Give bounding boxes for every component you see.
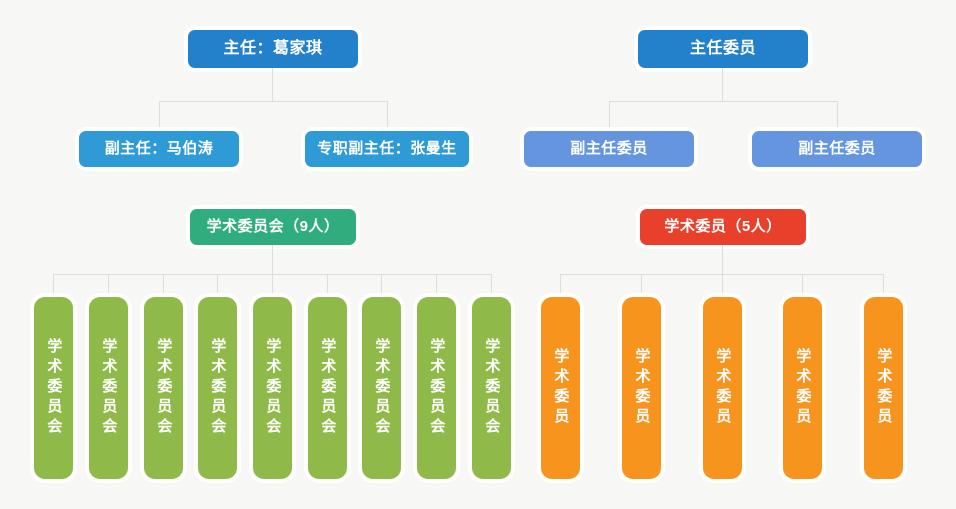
- right-child-1-drop-line: [609, 101, 610, 131]
- left-leaf-label-7: 学术委员会: [373, 338, 391, 438]
- left-leaf-card-5[interactable]: 学术委员会: [253, 297, 292, 479]
- left-leaf-label-9: 学术委员会: [483, 338, 501, 438]
- right-leaf-label-4: 学术委员: [794, 348, 812, 428]
- left-leaf-drop-line-7: [381, 274, 382, 297]
- left-leaf-drop-line-6: [327, 274, 328, 297]
- left-group-node[interactable]: 学术委员会（9人）: [190, 209, 356, 245]
- right-leaf-card-5[interactable]: 学术委员: [864, 297, 903, 479]
- right-root-drop-line: [722, 68, 723, 101]
- left-leaf-label-3: 学术委员会: [155, 338, 173, 438]
- left-child-label-2: 专职副主任：张曼生: [317, 140, 457, 157]
- left-leaf-label-1: 学术委员会: [45, 338, 63, 438]
- left-leaf-drop-line-8: [436, 274, 437, 297]
- left-leaf-label-4: 学术委员会: [209, 338, 227, 438]
- right-leaf-drop-line-3: [722, 274, 723, 297]
- right-leaf-card-4[interactable]: 学术委员: [783, 297, 822, 479]
- left-leaf-drop-line-2: [108, 274, 109, 297]
- left-leaf-drop-line-1: [53, 274, 54, 297]
- left-child-2-drop-line: [387, 101, 388, 131]
- left-leaf-drop-line-4: [217, 274, 218, 297]
- left-root-node[interactable]: 主任：葛家琪: [188, 30, 358, 68]
- right-root-node[interactable]: 主任委员: [638, 30, 808, 68]
- left-child-1-drop-line: [159, 101, 160, 131]
- left-leaf-drop-line-9: [491, 274, 492, 297]
- right-leaf-drop-line-1: [560, 274, 561, 297]
- left-leaf-label-5: 学术委员会: [264, 338, 282, 438]
- right-child-label-1: 副主任委员: [570, 140, 648, 157]
- left-leaf-drop-line-5: [272, 274, 273, 297]
- right-group-bus-line: [560, 274, 883, 275]
- left-group-drop-line: [272, 245, 273, 274]
- left-child-label-1: 副主任：马伯涛: [104, 140, 214, 157]
- left-leaf-card-1[interactable]: 学术委员会: [34, 297, 73, 479]
- right-leaf-card-3[interactable]: 学术委员: [703, 297, 742, 479]
- left-leaf-card-3[interactable]: 学术委员会: [144, 297, 183, 479]
- left-child-node-2[interactable]: 专职副主任：张曼生: [305, 131, 469, 167]
- right-leaf-drop-line-2: [641, 274, 642, 297]
- left-leaf-card-7[interactable]: 学术委员会: [362, 297, 401, 479]
- left-root-bus-line: [159, 101, 387, 102]
- right-root-label: 主任委员: [689, 40, 756, 58]
- left-leaf-card-9[interactable]: 学术委员会: [472, 297, 511, 479]
- left-leaf-card-8[interactable]: 学术委员会: [417, 297, 456, 479]
- left-child-node-1[interactable]: 副主任：马伯涛: [79, 131, 239, 167]
- right-root-bus-line: [609, 101, 837, 102]
- left-leaf-label-2: 学术委员会: [100, 338, 118, 438]
- left-leaf-label-8: 学术委员会: [428, 338, 446, 438]
- left-leaf-card-6[interactable]: 学术委员会: [308, 297, 347, 479]
- right-leaf-card-2[interactable]: 学术委员: [622, 297, 661, 479]
- right-leaf-drop-line-5: [883, 274, 884, 297]
- left-group-label: 学术委员会（9人）: [206, 218, 340, 235]
- left-leaf-card-2[interactable]: 学术委员会: [89, 297, 128, 479]
- left-leaf-card-4[interactable]: 学术委员会: [198, 297, 237, 479]
- right-leaf-label-2: 学术委员: [633, 348, 651, 428]
- right-child-node-1[interactable]: 副主任委员: [524, 131, 694, 167]
- right-leaf-label-1: 学术委员: [552, 348, 570, 428]
- left-leaf-label-6: 学术委员会: [319, 338, 337, 438]
- right-child-label-2: 副主任委员: [798, 140, 876, 157]
- left-leaf-drop-line-3: [163, 274, 164, 297]
- right-group-drop-line: [722, 245, 723, 274]
- right-child-2-drop-line: [837, 101, 838, 131]
- right-leaf-card-1[interactable]: 学术委员: [541, 297, 580, 479]
- right-leaf-label-5: 学术委员: [875, 348, 893, 428]
- left-root-label: 主任：葛家琪: [223, 40, 323, 58]
- right-child-node-2[interactable]: 副主任委员: [752, 131, 922, 167]
- left-root-drop-line: [272, 68, 273, 101]
- right-leaf-label-3: 学术委员: [714, 348, 732, 428]
- right-group-label: 学术委员（5人）: [664, 218, 782, 235]
- right-group-node[interactable]: 学术委员（5人）: [640, 209, 806, 245]
- right-leaf-drop-line-4: [802, 274, 803, 297]
